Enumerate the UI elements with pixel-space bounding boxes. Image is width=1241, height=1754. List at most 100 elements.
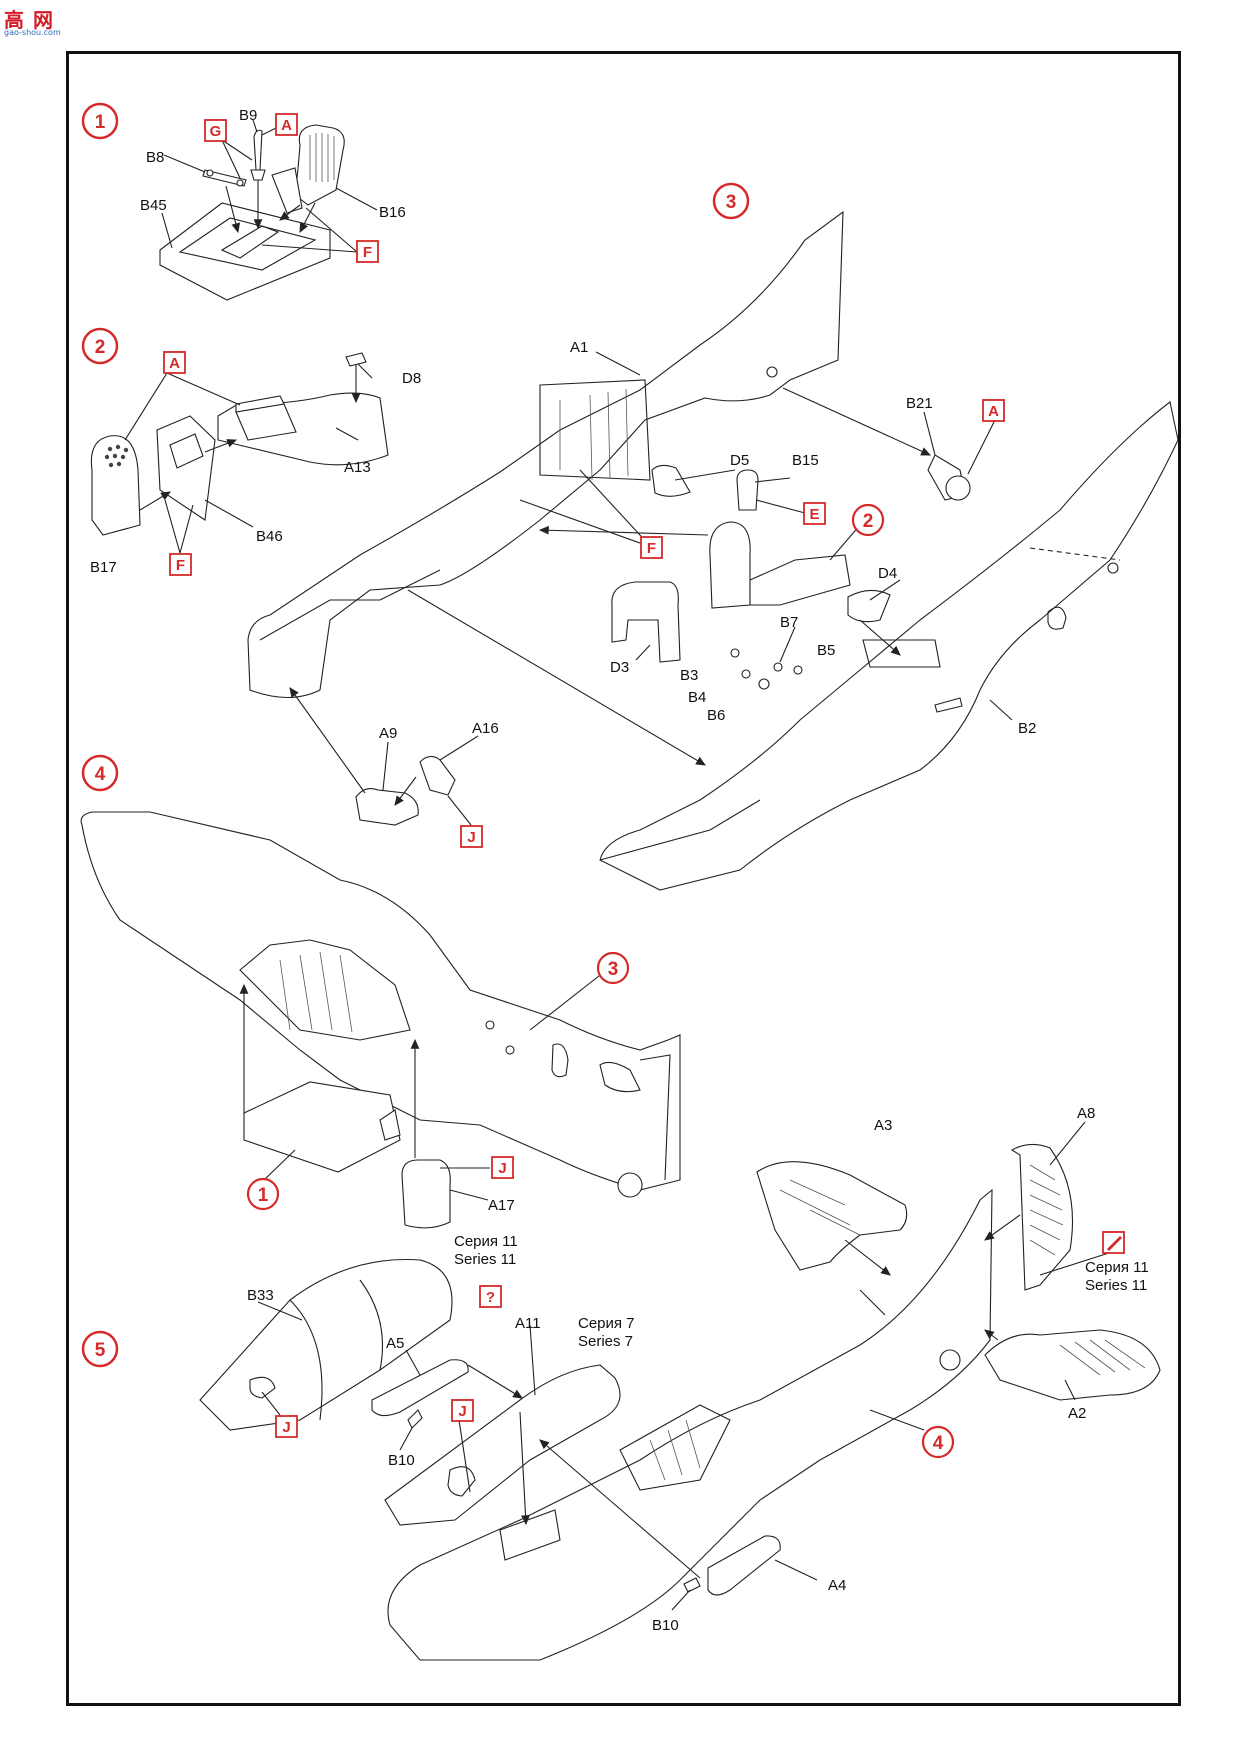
fin-leading-edge bbox=[639, 1054, 671, 1181]
part-b3 bbox=[730, 648, 740, 658]
leader-a2a bbox=[166, 372, 241, 406]
leader-b2 bbox=[989, 699, 1013, 721]
armor-top bbox=[235, 395, 285, 413]
label-a11: A11 bbox=[515, 1315, 541, 1332]
leader-a-b21 bbox=[967, 419, 996, 475]
leader-step1-ref bbox=[263, 1149, 296, 1181]
b2-lower-edge bbox=[599, 799, 761, 861]
a3-hatching bbox=[779, 1179, 861, 1236]
label-series11-en-b: Series 11 bbox=[1085, 1277, 1147, 1294]
seat-b16 bbox=[294, 124, 345, 206]
part-b10-right bbox=[683, 1577, 701, 1593]
site-logo: 高 网 gao-shou.com bbox=[4, 4, 70, 40]
leader-step3-ref bbox=[529, 971, 605, 1031]
leader-a2b bbox=[124, 372, 168, 441]
leader-b33 bbox=[257, 1301, 303, 1321]
leader-f3b bbox=[519, 499, 652, 548]
marker-f-step3: F bbox=[640, 536, 663, 559]
cockpit-opening bbox=[239, 939, 411, 1041]
step-3-ref-number: 3 bbox=[608, 959, 619, 980]
label-a3: A3 bbox=[874, 1117, 892, 1134]
leader-f2a bbox=[164, 499, 181, 554]
label-series11-ru-b: Серия 11 bbox=[1085, 1259, 1149, 1276]
svg-text:A: A bbox=[169, 355, 180, 372]
armor-back-b17 bbox=[90, 435, 141, 536]
leader-f3a bbox=[579, 469, 652, 548]
arrow-seat-b bbox=[299, 202, 316, 233]
pedal-left bbox=[206, 169, 214, 177]
rudder-a8 bbox=[1010, 1143, 1074, 1291]
pedal-right bbox=[236, 179, 244, 187]
leader-a17 bbox=[449, 1189, 489, 1201]
leader-step4-ref bbox=[869, 1409, 925, 1431]
tailwheel-ref bbox=[617, 1172, 643, 1198]
marker-g-step1: G bbox=[204, 119, 227, 142]
step-5-circle bbox=[81, 1330, 119, 1368]
step-1-ref-circle bbox=[246, 1177, 280, 1211]
step-5-group: 5 bbox=[81, 1105, 1161, 1661]
arrow-a4 bbox=[539, 1439, 701, 1579]
b2-slot bbox=[934, 697, 963, 713]
leader-series11-icon bbox=[1039, 1251, 1113, 1276]
step-1-group: 1 B8 B9 B45 B16 bbox=[81, 102, 406, 301]
step-1-circle bbox=[81, 102, 119, 140]
leader-a3 bbox=[859, 1289, 886, 1316]
marker-a-step3: A bbox=[982, 399, 1005, 422]
label-b5: B5 bbox=[817, 642, 835, 659]
arrow-step2-assembly bbox=[538, 525, 709, 536]
leader-j5a bbox=[261, 1391, 281, 1416]
armor-back-holes bbox=[104, 444, 129, 468]
cockpit-part-d5 bbox=[651, 464, 691, 497]
arrow-a3 bbox=[844, 1239, 891, 1276]
arrow-armor bbox=[139, 491, 171, 511]
label-d3: D3 bbox=[610, 659, 629, 676]
label-b10-left: B10 bbox=[388, 1452, 415, 1469]
label-d4: D4 bbox=[878, 565, 897, 582]
leader-b46 bbox=[204, 499, 254, 528]
label-b16: B16 bbox=[379, 204, 406, 221]
step-1-number: 1 bbox=[95, 112, 106, 133]
step-3-circle bbox=[712, 182, 750, 220]
leader-a9 bbox=[382, 741, 389, 791]
label-d8: D8 bbox=[402, 370, 421, 387]
marker-j-step5a: J bbox=[275, 1415, 298, 1438]
arrow-a11 bbox=[519, 1411, 530, 1526]
svg-text:J: J bbox=[458, 1403, 466, 1420]
bottle-b15 bbox=[736, 469, 759, 511]
leader-b10-left bbox=[399, 1427, 413, 1451]
step-2-group: 2 D8 A13 B17 B46 A bbox=[81, 327, 421, 576]
part-d4 bbox=[847, 589, 891, 623]
marker-j-step5b: J bbox=[451, 1399, 474, 1422]
arrow-frame bbox=[204, 439, 238, 453]
label-b46: B46 bbox=[256, 528, 283, 545]
step-4-circle bbox=[81, 754, 119, 792]
cowl-b33-panel-lines bbox=[289, 1279, 383, 1421]
label-a4: A4 bbox=[828, 1577, 846, 1594]
b2-window bbox=[1047, 606, 1067, 630]
cockpit-seat-ribs bbox=[649, 1419, 701, 1481]
label-a13: A13 bbox=[344, 459, 371, 476]
leader-d8 bbox=[357, 363, 373, 379]
label-b45: B45 bbox=[140, 197, 167, 214]
leader-b21 bbox=[923, 411, 936, 456]
arrow-d4 bbox=[859, 619, 901, 656]
arrow-halves-join bbox=[407, 589, 706, 766]
step-4-ref-number: 4 bbox=[933, 1433, 944, 1454]
part-b6 bbox=[758, 678, 770, 690]
leader-b45 bbox=[161, 212, 173, 249]
label-series11-en-a: Series 11 bbox=[454, 1251, 516, 1268]
label-series11-ru-a: Серия 11 bbox=[454, 1233, 518, 1250]
label-series7-ru: Серия 7 bbox=[578, 1315, 635, 1332]
svg-text:J: J bbox=[498, 1160, 506, 1177]
frame-b46 bbox=[156, 415, 216, 521]
step-2-number: 2 bbox=[95, 337, 106, 358]
part-a4 bbox=[707, 1535, 781, 1596]
leader-d5 bbox=[674, 469, 736, 481]
cockpit-open bbox=[619, 1404, 731, 1491]
floor-subassembly bbox=[243, 1081, 401, 1173]
leader-a13 bbox=[335, 427, 359, 441]
arrow-b21 bbox=[782, 387, 932, 456]
part-b7 bbox=[773, 662, 783, 672]
svg-text:F: F bbox=[647, 540, 656, 557]
seat-side bbox=[271, 167, 303, 214]
